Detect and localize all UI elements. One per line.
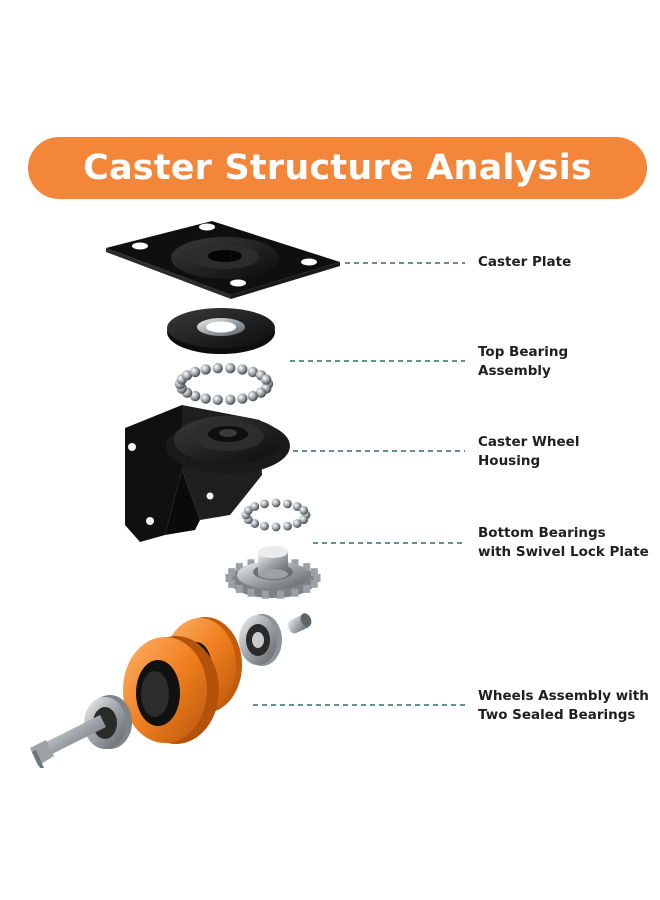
sealed-bearing-right-part <box>239 613 312 666</box>
gear-tooth <box>235 584 243 593</box>
gear-tooth <box>261 590 269 599</box>
label-line: Two Sealed Bearings <box>478 707 636 723</box>
label-wheels-assembly: Wheels Assembly with Two Sealed Bearings <box>478 687 649 725</box>
caster-plate-part <box>106 221 340 299</box>
label-caster-plate: Caster Plate <box>478 253 571 272</box>
bearing-ball <box>243 506 253 515</box>
gear-tooth <box>228 568 236 577</box>
caster-wheel-housing-part <box>125 405 290 542</box>
top-ball-ring-part <box>174 363 274 405</box>
bearing-ball <box>200 393 211 404</box>
title-banner: Caster Structure Analysis <box>28 137 647 199</box>
bearing-ball <box>261 374 272 385</box>
bearing-ball <box>292 502 302 511</box>
leader-lines <box>253 262 465 706</box>
gear-tooth <box>291 559 299 568</box>
label-line: Caster Plate <box>478 254 572 270</box>
bearing-ball <box>271 522 281 532</box>
label-wheel-housing: Caster Wheel Housing <box>478 433 579 471</box>
bearing-ball <box>247 390 258 402</box>
bearing-ball <box>237 393 248 404</box>
bearing-ball <box>225 394 236 405</box>
bearing-ball <box>299 506 309 515</box>
label-line: with Swivel Lock Plate <box>478 544 649 560</box>
gear-tooth <box>247 588 255 597</box>
axle-bolt-part <box>30 695 132 768</box>
page-title: Caster Structure Analysis <box>83 148 592 188</box>
bearing-ball <box>260 521 269 531</box>
bearing-ball <box>260 499 269 509</box>
bearing-ball <box>299 515 309 524</box>
bearing-ball <box>181 370 193 381</box>
label-line: Bottom Bearings <box>478 525 606 541</box>
label-line: Wheels Assembly with <box>478 688 649 704</box>
bottom-ball-ring-part <box>241 498 311 532</box>
bearing-ball <box>237 364 248 375</box>
bearing-ball <box>247 366 258 378</box>
gear-tooth <box>235 563 243 572</box>
bearing-ball <box>200 364 211 375</box>
bearing-ball <box>283 499 292 509</box>
gear-tooth <box>303 584 311 593</box>
orange-wheels-part <box>123 617 242 744</box>
gear-tooth <box>225 574 233 582</box>
gear-tooth <box>303 563 311 572</box>
gear-tooth <box>310 568 318 577</box>
gear-tooth <box>313 574 321 582</box>
bearing-ball <box>283 521 292 531</box>
gear-tooth <box>247 559 255 568</box>
label-bottom-bearings: Bottom Bearings with Swivel Lock Plate <box>478 524 649 562</box>
bearing-ball <box>255 387 267 398</box>
bearing-ball <box>271 498 281 508</box>
label-line: Housing <box>478 453 541 469</box>
gear-tooth <box>310 579 318 588</box>
bearing-ball <box>225 363 236 374</box>
bearing-ball <box>212 394 223 405</box>
bearing-ball <box>250 502 260 511</box>
gear-tooth <box>228 579 236 588</box>
label-line: Top Bearing <box>478 344 569 360</box>
bearing-ball <box>250 519 260 528</box>
bearing-ball <box>292 519 302 528</box>
label-line: Caster Wheel <box>478 434 580 450</box>
label-line: Assembly <box>478 363 551 379</box>
bearing-ball <box>190 366 201 378</box>
gear-tooth <box>291 588 299 597</box>
swivel-lock-plate-part <box>225 546 321 599</box>
label-top-bearing: Top Bearing Assembly <box>478 343 568 381</box>
top-bearing-ring-part <box>167 308 275 354</box>
gear-tooth <box>277 590 285 599</box>
bearing-ball <box>212 363 223 374</box>
bearing-ball <box>190 390 201 402</box>
